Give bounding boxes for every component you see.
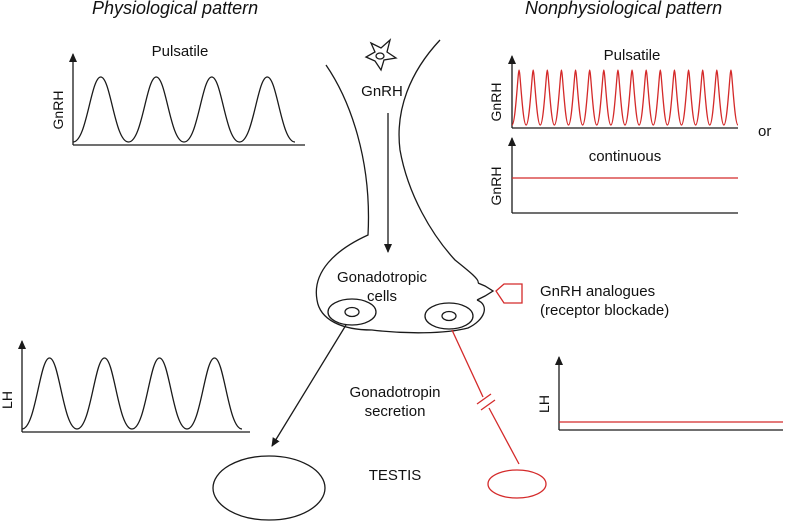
gonadotroph-nucleus-right (441, 310, 457, 322)
nonphysio-lh-plot: LH (536, 356, 783, 431)
physio-gnrh-title: Pulsatile (152, 43, 209, 60)
analogues-label-line1: GnRH analogues (540, 283, 655, 300)
hypothalamic-neuron: GnRH (361, 38, 403, 100)
physio-lh-plot: LH (0, 340, 250, 433)
secretion-break-mark-1 (476, 393, 492, 405)
secretion-break-mark-2 (480, 399, 496, 411)
gonadotroph-cell-left (327, 298, 377, 326)
nonphysio-gnrh-pulsatile-plot: Pulsatile GnRH (488, 47, 739, 129)
nonphysio-continuous-title: continuous (589, 148, 662, 165)
pituitary-left-outline (315, 64, 485, 334)
gnrh-analogue-blocker-icon (495, 283, 523, 304)
physio-lh-trace (21, 357, 243, 430)
gonadotropic-cells-line1: Gonadotropic (337, 269, 428, 286)
physio-lh-ylabel: LH (0, 391, 15, 409)
receptor-notch (476, 282, 495, 301)
testis-label: TESTIS (369, 467, 422, 484)
testis-normal (212, 455, 326, 521)
gonadotroph-cell-right (424, 302, 474, 330)
nonphysio-gnrh-continuous-plot: continuous GnRH (488, 137, 738, 214)
gonadotropic-cells-line2: cells (367, 288, 397, 305)
pituitary-right-outline (398, 39, 479, 284)
nonphysio-gnrh-ylabel: GnRH (488, 83, 504, 122)
physio-gnrh-trace (72, 76, 296, 143)
gnrh-neuron-icon (364, 38, 398, 72)
nonphysiological-header: Nonphysiological pattern (525, 0, 722, 18)
testis-suppressed (487, 469, 547, 499)
nonphysio-lh-ylabel: LH (536, 395, 552, 413)
gnrh-label: GnRH (361, 83, 403, 100)
or-label: or (758, 123, 771, 140)
secretion-label-line2: secretion (365, 403, 426, 420)
secretion-label-line1: Gonadotropin (350, 384, 441, 401)
physio-gnrh-ylabel: GnRH (50, 91, 66, 130)
analogues-label-line2: (receptor blockade) (540, 302, 669, 319)
gonadotroph-nucleus-left (344, 306, 360, 318)
nonphysio-continuous-ylabel: GnRH (488, 167, 504, 206)
physio-secretion-arrow (271, 324, 347, 447)
physiological-header: Physiological pattern (92, 0, 258, 18)
nonphysio-pulsatile-title: Pulsatile (604, 47, 661, 64)
nonphysio-secretion-arrow-upper (451, 329, 484, 398)
nonphysio-secretion-arrow-lower (488, 407, 520, 465)
physio-gnrh-plot: Pulsatile GnRH (50, 43, 305, 146)
gnrh-neuron-nucleus-icon (375, 52, 385, 60)
nonphysio-gnrh-pulsatile-trace (511, 69, 739, 126)
